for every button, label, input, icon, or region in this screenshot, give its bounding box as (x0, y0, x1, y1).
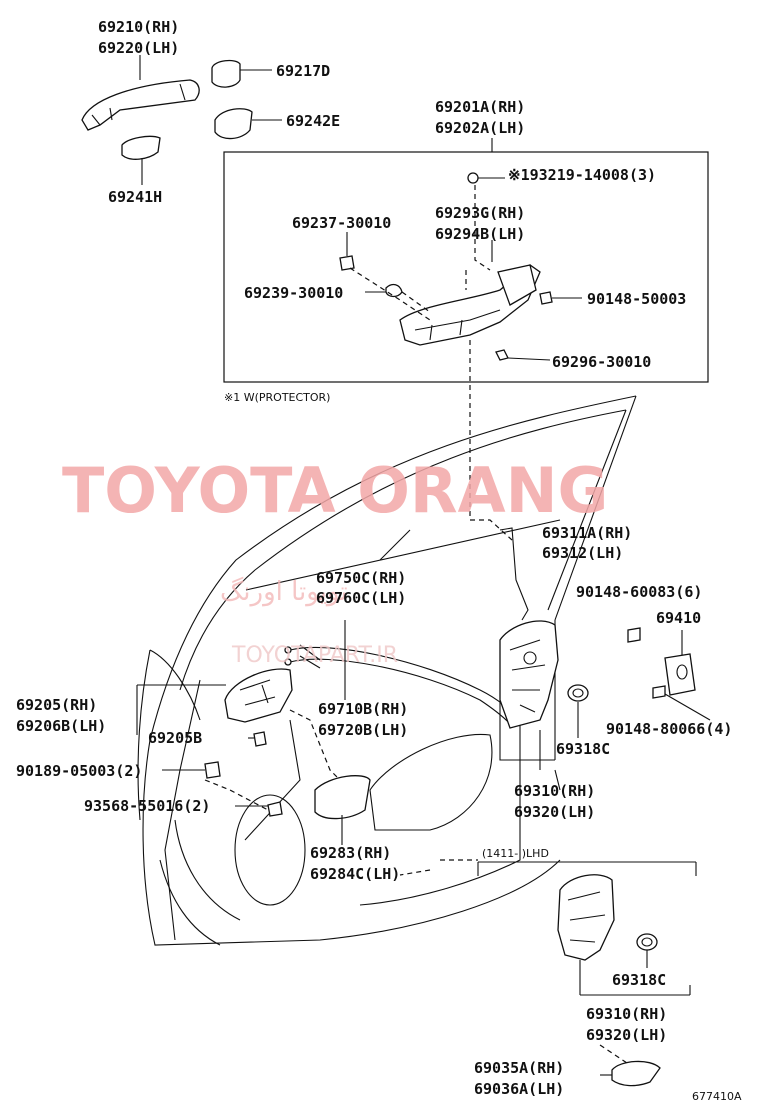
watermark-persian: تویوتا اورنگ (220, 576, 348, 607)
door-lock-part (499, 620, 559, 729)
watermark-url: TOYOTAPART.IR (231, 643, 398, 668)
part-label: 69750C(RH) (316, 569, 406, 587)
part-label: 69320(LH) (514, 803, 595, 821)
frame-assy-box (223, 151, 709, 383)
part-label: 69311A(RH) (542, 524, 632, 542)
clip-part-2 (204, 761, 221, 779)
part-label: 69210(RH) (98, 18, 179, 36)
part-label: 69410 (656, 609, 701, 627)
bolt-icon (467, 172, 479, 184)
cable-end-icon-2 (284, 658, 292, 666)
clip-part (339, 255, 355, 271)
frame-carrier-part (497, 264, 537, 306)
screw-part-2 (495, 349, 509, 361)
part-label: 69284C(LH) (310, 865, 400, 883)
handle-bezel-part (314, 775, 371, 820)
part-label: 90148-50003 (587, 290, 686, 308)
rods-cables-group (284, 527, 529, 727)
part-label: ※193219-14008(3) (508, 166, 656, 184)
part-label: 69293G(RH) (435, 204, 525, 222)
part-label: 90148-80066(4) (606, 720, 732, 738)
handle-frame-part (399, 264, 541, 346)
part-label: 69294B(LH) (435, 225, 525, 243)
handle-cover-part (211, 59, 241, 88)
part-label: 69318C (612, 971, 666, 989)
handle-gasket-part (121, 135, 161, 160)
part-label: 69206B(LH) (16, 717, 106, 735)
part-label: 69205B (148, 729, 202, 747)
door-outline (137, 395, 637, 946)
handle-pad-part (214, 108, 253, 140)
inside-handle-screw (253, 731, 267, 747)
part-label: 69310(RH) (514, 782, 595, 800)
cable-end-icon (284, 646, 292, 654)
outside-handle-group (81, 55, 282, 185)
protector-note: ※1 W(PROTECTOR) (224, 391, 330, 404)
part-label: 93568-55016(2) (84, 797, 210, 815)
variant-note: (1411- )LHD (482, 847, 549, 860)
screw-part-3 (267, 801, 283, 817)
part-label: 69310(RH) (586, 1005, 667, 1023)
part-label: 69220(LH) (98, 39, 179, 57)
part-label: 69035A(RH) (474, 1059, 564, 1077)
part-label: 69201A(RH) (435, 98, 525, 116)
inside-handle-group (136, 668, 371, 845)
lhd-seal-ring (636, 933, 658, 951)
part-label: 69760C(LH) (316, 589, 406, 607)
part-label: 69312(LH) (542, 544, 623, 562)
part-label: 69241H (108, 188, 162, 206)
part-label: 69237-30010 (292, 214, 391, 232)
diagram-code: 677410A (692, 1090, 742, 1103)
grommet-part (385, 283, 403, 298)
door-lock-group (499, 620, 711, 791)
part-label: 69283(RH) (310, 844, 391, 862)
screw-part (539, 291, 553, 305)
part-label: 69239-30010 (244, 284, 343, 302)
part-label: 69202A(LH) (435, 119, 525, 137)
striker-bolt-2 (652, 685, 666, 699)
part-label: 69320(LH) (586, 1026, 667, 1044)
handle-frame-group (339, 172, 582, 541)
part-label: 69720B(LH) (318, 721, 408, 739)
part-label: 90189-05003(2) (16, 762, 142, 780)
striker-part (664, 653, 696, 696)
part-label: 69205(RH) (16, 696, 97, 714)
lock-seal-ring (567, 684, 589, 702)
striker-bolt (627, 627, 641, 643)
lock-cover-part (611, 1060, 661, 1087)
part-label: 69036A(LH) (474, 1080, 564, 1098)
part-label: 90148-60083(6) (576, 583, 702, 601)
outside-handle-part (81, 79, 200, 131)
part-label: 69318C (556, 740, 610, 758)
inside-handle-part (224, 668, 293, 723)
watermark-main: TOYOTA ORANG (62, 454, 608, 527)
part-label: 69710B(RH) (318, 700, 408, 718)
part-label: 69242E (286, 112, 340, 130)
part-label: 69217D (276, 62, 330, 80)
lhd-variant-group (477, 861, 697, 1087)
part-label: 69296-30010 (552, 353, 651, 371)
